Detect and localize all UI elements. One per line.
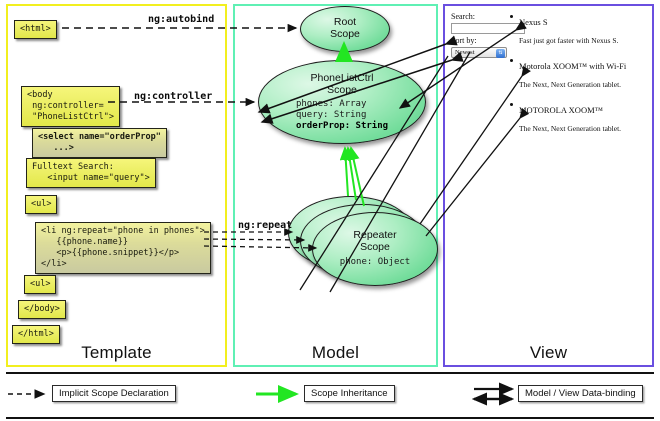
bullet-icon — [510, 15, 513, 18]
chevron-updown-icon: ⇅ — [496, 49, 505, 58]
list-item: MOTOROLA XOOM™ The Next, Next Generation… — [510, 100, 649, 133]
panel-view-label: View — [529, 343, 568, 362]
code-li-repeat: <li ng:repeat="phone in phones"> {{phone… — [35, 222, 211, 274]
sort-select[interactable]: Newest ⇅ — [451, 47, 507, 58]
phone-snippet: The Next, Next Generation tablet. — [519, 124, 622, 133]
legend-item-implicit-scope: Implicit Scope Declaration — [52, 385, 176, 402]
list-item: Motorola XOOM™ with Wi-Fi The Next, Next… — [510, 56, 649, 89]
label-ng-controller: ng:controller — [134, 91, 213, 102]
legend-rule-top — [6, 372, 654, 374]
bullet-icon — [510, 103, 513, 106]
sort-label: Sort by: — [451, 36, 477, 45]
view-content: Search: Sort by: Newest ⇅ Nexus S Fast j… — [451, 12, 649, 133]
scope-repeater-props: phone: Object — [339, 256, 411, 267]
legend-item-data-binding: Model / View Data-binding — [518, 385, 643, 402]
phone-name: MOTOROLA XOOM™ — [519, 105, 603, 115]
code-ul-open: <ul> — [25, 195, 58, 214]
legend-rule-bottom — [6, 417, 654, 419]
panel-model-label: Model — [311, 343, 360, 362]
panel-model: Model — [233, 4, 438, 367]
list-item: Nexus S Fast just got faster with Nexus … — [510, 12, 647, 45]
search-label: Search: — [451, 12, 475, 21]
phone-snippet: Fast just got faster with Nexus S. — [519, 36, 619, 45]
label-ng-autobind: ng:autobind — [148, 14, 215, 25]
phone-name: Nexus S — [519, 17, 548, 27]
legend-item-scope-inherit: Scope Inheritance — [304, 385, 395, 402]
code-html-open: <html> — [14, 20, 57, 39]
label-ng-repeat: ng:repeat — [238, 220, 293, 231]
legend-markers — [8, 382, 515, 406]
search-input[interactable] — [451, 23, 525, 34]
code-body-close: </body> — [18, 300, 66, 319]
code-html-close: </html> — [12, 325, 60, 344]
legend: Implicit Scope Declaration Scope Inherit… — [0, 372, 660, 421]
code-search-input: Fulltext Search: <input name="query"> — [26, 158, 156, 188]
bullet-icon — [510, 59, 513, 62]
phone-name: Motorola XOOM™ with Wi-Fi — [519, 61, 627, 71]
code-body-open: <body ng:controller= "PhoneListCtrl"> — [21, 86, 120, 127]
scope-phonelistctrl-props: phones: Array query: String orderProp: S… — [295, 99, 389, 131]
phone-snippet: The Next, Next Generation tablet. — [519, 80, 622, 89]
code-ul-close: <ul> — [24, 275, 57, 294]
sort-select-value: Newest — [455, 49, 475, 56]
code-select-tag: <select name="orderProp" ...> — [32, 128, 167, 158]
panel-template-label: Template — [81, 343, 152, 362]
